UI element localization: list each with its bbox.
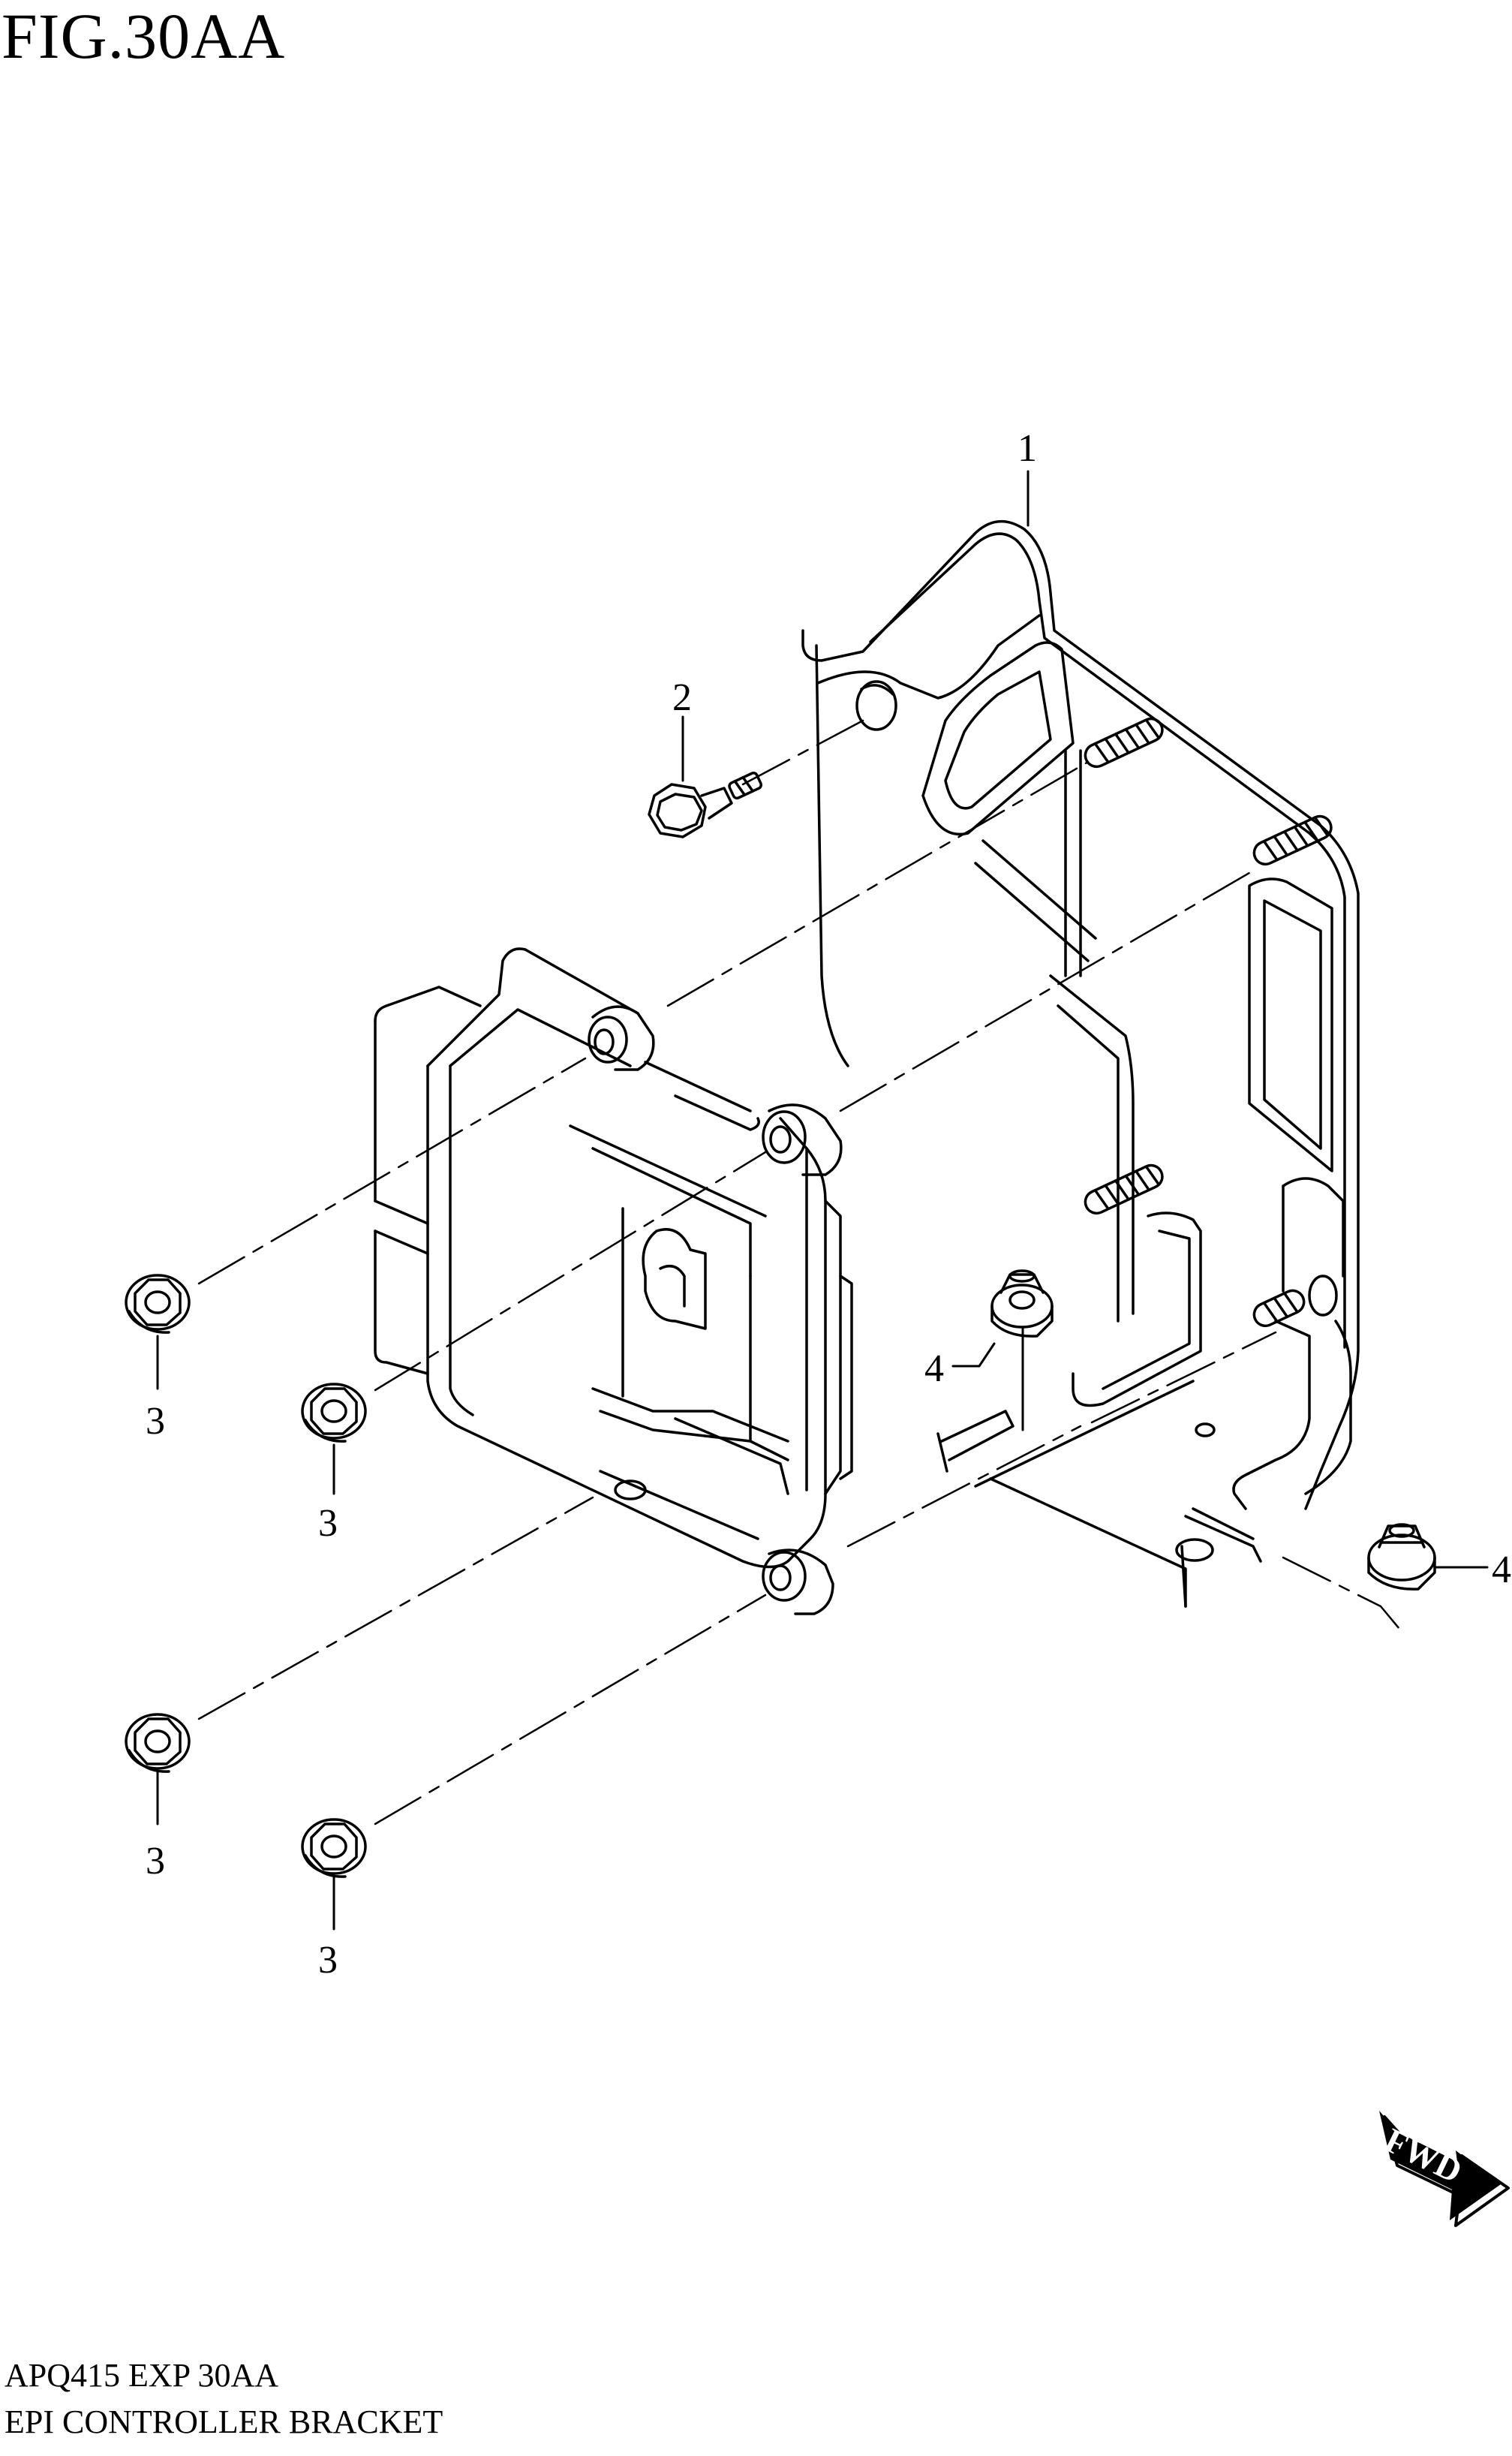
flange-nut-3b bbox=[301, 1383, 367, 1443]
callout-3a: 3 bbox=[146, 1400, 165, 1443]
stud-bolts bbox=[1084, 717, 1333, 1328]
assembly-lines bbox=[197, 719, 1401, 1825]
callout-3d: 3 bbox=[318, 1939, 338, 1982]
epi-controller bbox=[374, 947, 853, 1615]
footer-model-code: APQ415 EXP 30AA bbox=[5, 2357, 279, 2394]
nut-4a bbox=[990, 1269, 1054, 1338]
footer-part-name: EPI CONTROLLER BRACKET bbox=[5, 2403, 443, 2440]
figure-title: FIG.30AA bbox=[2, 0, 286, 72]
fwd-direction-badge: FWD bbox=[1379, 2111, 1510, 2227]
hex-bolt-2 bbox=[648, 772, 763, 838]
callout-4b: 4 bbox=[1492, 1549, 1511, 1591]
callout-numbers: 1 2 3 3 3 3 4 4 bbox=[146, 427, 1511, 1982]
fwd-label: FWD bbox=[1379, 2120, 1468, 2190]
nut-4b bbox=[1367, 1523, 1436, 1591]
flange-nut-3a bbox=[125, 1274, 191, 1334]
callout-3c: 3 bbox=[146, 1840, 165, 1883]
bracket-part bbox=[801, 519, 1360, 1608]
callout-4a: 4 bbox=[924, 1347, 944, 1390]
callout-2: 2 bbox=[672, 676, 692, 719]
callout-3b: 3 bbox=[318, 1502, 338, 1545]
flange-nut-3c bbox=[125, 1713, 191, 1773]
callout-1: 1 bbox=[1018, 427, 1037, 470]
leader-lines bbox=[156, 470, 1489, 1931]
flange-nut-3d bbox=[301, 1818, 367, 1878]
